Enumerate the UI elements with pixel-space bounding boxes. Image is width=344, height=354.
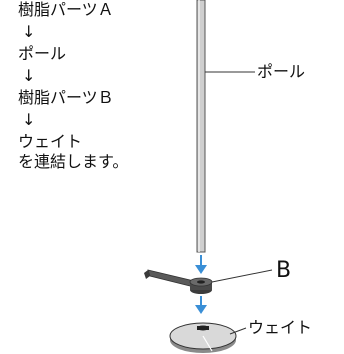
instructions-conclusion: を連結します。 xyxy=(18,152,129,171)
step-resin-part-b: 樹脂パーツＢ xyxy=(18,88,114,107)
assembly-arrow-icon xyxy=(195,296,207,314)
step-pole: ポール xyxy=(18,44,67,63)
pole-label: ポール xyxy=(257,62,306,81)
down-arrow-icon: ↓ xyxy=(22,22,36,41)
assembly-instructions: 樹脂パーツＡ ↓ ポール ↓ 樹脂パーツＢ ↓ ウェイト を連結します。 xyxy=(18,0,178,172)
down-arrow-icon: ↓ xyxy=(22,110,36,129)
down-arrow-icon: ↓ xyxy=(22,66,36,85)
step-resin-part-a: 樹脂パーツＡ xyxy=(18,0,114,19)
pole xyxy=(196,0,206,253)
weight-label: ウェイト xyxy=(248,318,313,337)
resin-part-b xyxy=(144,269,213,294)
weight-base xyxy=(169,322,237,353)
part-b-label: B xyxy=(276,258,292,283)
step-weight: ウェイト xyxy=(18,132,83,151)
part-b-callout-line xyxy=(211,269,273,283)
weight-callout-line xyxy=(229,327,247,335)
assembly-arrow-icon xyxy=(195,255,207,274)
